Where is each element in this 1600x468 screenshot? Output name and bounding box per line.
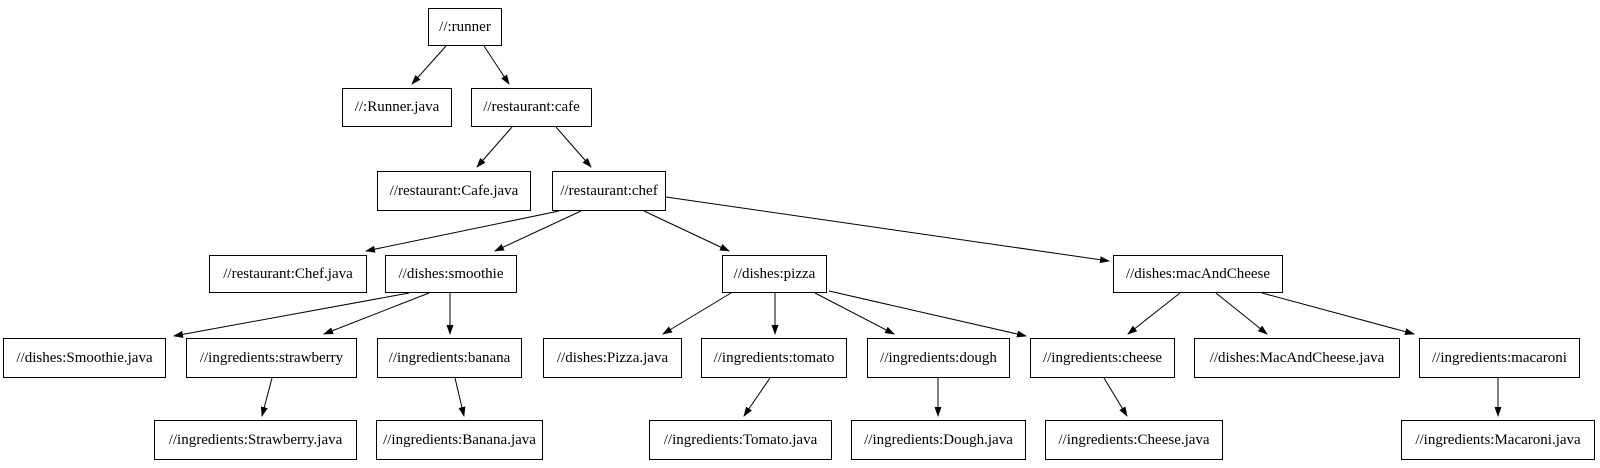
graph-node-mac_and_cheese: //dishes:macAndCheese — [1113, 255, 1283, 293]
dependency-edge-runner-runner_java — [411, 45, 447, 85]
graph-node-banana: //ingredients:banana — [377, 338, 522, 378]
graph-node-label: //dishes:Smoothie.java — [16, 349, 153, 366]
graph-node-cheese_java: //ingredients:Cheese.java — [1045, 420, 1223, 460]
graph-node-label: //ingredients:Dough.java — [864, 431, 1013, 448]
graph-node-label: //ingredients:Strawberry.java — [168, 431, 343, 448]
graph-node-label: //ingredients:Tomato.java — [663, 431, 818, 448]
graph-node-dough: //ingredients:dough — [867, 338, 1010, 378]
dependency-edge-chef-pizza — [643, 210, 730, 252]
graph-node-label: //ingredients:Macaroni.java — [1415, 431, 1581, 448]
graph-node-smoothie: //dishes:smoothie — [385, 255, 517, 293]
graph-node-mac_and_cheese_java: //dishes:MacAndCheese.java — [1194, 338, 1400, 378]
dependency-edge-chef-mac_and_cheese — [665, 196, 1110, 264]
graph-node-chef: //restaurant:chef — [552, 171, 666, 211]
graph-node-pizza_java: //dishes:Pizza.java — [543, 338, 682, 378]
graph-node-macaroni_java: //ingredients:Macaroni.java — [1401, 420, 1595, 460]
graph-node-tomato_java: //ingredients:Tomato.java — [649, 420, 832, 460]
graph-node-strawberry_java: //ingredients:Strawberry.java — [154, 420, 357, 460]
dependency-edge-runner-cafe — [483, 45, 510, 85]
graph-node-label: //ingredients:dough — [880, 349, 997, 366]
graph-node-label: //ingredients:banana — [388, 349, 511, 366]
graph-node-label: //dishes:smoothie — [398, 265, 504, 282]
dependency-edge-pizza-dough — [814, 292, 895, 335]
graph-node-smoothie_java: //dishes:Smoothie.java — [3, 338, 166, 378]
graph-node-label: //ingredients:cheese — [1042, 349, 1163, 366]
graph-node-cafe_java: //restaurant:Cafe.java — [377, 171, 531, 211]
graph-node-runner: //:runner — [428, 8, 502, 46]
dependency-edge-banana-banana_java — [454, 377, 466, 417]
graph-node-runner_java: //:Runner.java — [342, 88, 452, 127]
graph-node-label: //ingredients:macaroni — [1432, 349, 1567, 366]
graph-node-dough_java: //ingredients:Dough.java — [851, 420, 1026, 460]
graph-node-label: //ingredients:Cheese.java — [1058, 431, 1210, 448]
graph-node-cheese: //ingredients:cheese — [1030, 338, 1175, 378]
graph-node-label: //restaurant:Cafe.java — [389, 182, 519, 199]
dependency-edge-strawberry-strawberry_java — [260, 377, 273, 417]
graph-node-label: //dishes:Pizza.java — [556, 349, 669, 366]
graph-node-cafe: //restaurant:cafe — [471, 88, 592, 127]
dependency-edge-pizza-cheese — [828, 290, 1027, 338]
graph-node-macaroni: //ingredients:macaroni — [1419, 338, 1580, 378]
dependency-edge-cheese-cheese_java — [1103, 377, 1128, 417]
graph-node-label: //restaurant:Chef.java — [223, 265, 353, 282]
dependency-edge-mac_and_cheese-macaroni — [1261, 292, 1415, 336]
dependency-edge-cafe-cafe_java — [476, 126, 513, 168]
dependency-edge-chef-smoothie — [494, 210, 582, 252]
graph-node-label: //ingredients:strawberry — [199, 349, 344, 366]
dependency-edge-smoothie-strawberry — [323, 292, 430, 335]
dependency-edge-mac_and_cheese-mac_and_cheese_java — [1215, 292, 1268, 335]
graph-node-pizza: //dishes:pizza — [722, 255, 827, 293]
dependency-edge-cafe-chef — [555, 126, 592, 168]
graph-node-label: //dishes:MacAndCheese.java — [1209, 349, 1385, 366]
dependency-edge-pizza-pizza_java — [662, 292, 732, 335]
graph-node-tomato: //ingredients:tomato — [701, 338, 847, 378]
graph-node-label: //:runner — [439, 18, 491, 35]
dependency-edge-mac_and_cheese-cheese — [1127, 292, 1181, 335]
edge-group — [173, 45, 1502, 417]
graph-node-label: //dishes:macAndCheese — [1125, 265, 1271, 282]
graph-node-label: //dishes:pizza — [733, 265, 816, 282]
dependency-edge-chef-chef_java — [365, 210, 560, 253]
dependency-edge-tomato-tomato_java — [743, 377, 771, 417]
graph-node-banana_java: //ingredients:Banana.java — [376, 420, 543, 460]
graph-node-label: //restaurant:cafe — [483, 99, 580, 115]
graph-node-label: //ingredients:Banana.java — [383, 431, 536, 448]
graph-node-label: //ingredients:tomato — [713, 349, 835, 366]
graph-node-label: //:Runner.java — [354, 99, 440, 115]
graph-node-strawberry: //ingredients:strawberry — [186, 338, 357, 378]
graph-node-label: //restaurant:chef — [560, 182, 658, 199]
dependency-edge-smoothie-smoothie_java — [173, 292, 410, 338]
graph-node-chef_java: //restaurant:Chef.java — [209, 255, 367, 293]
